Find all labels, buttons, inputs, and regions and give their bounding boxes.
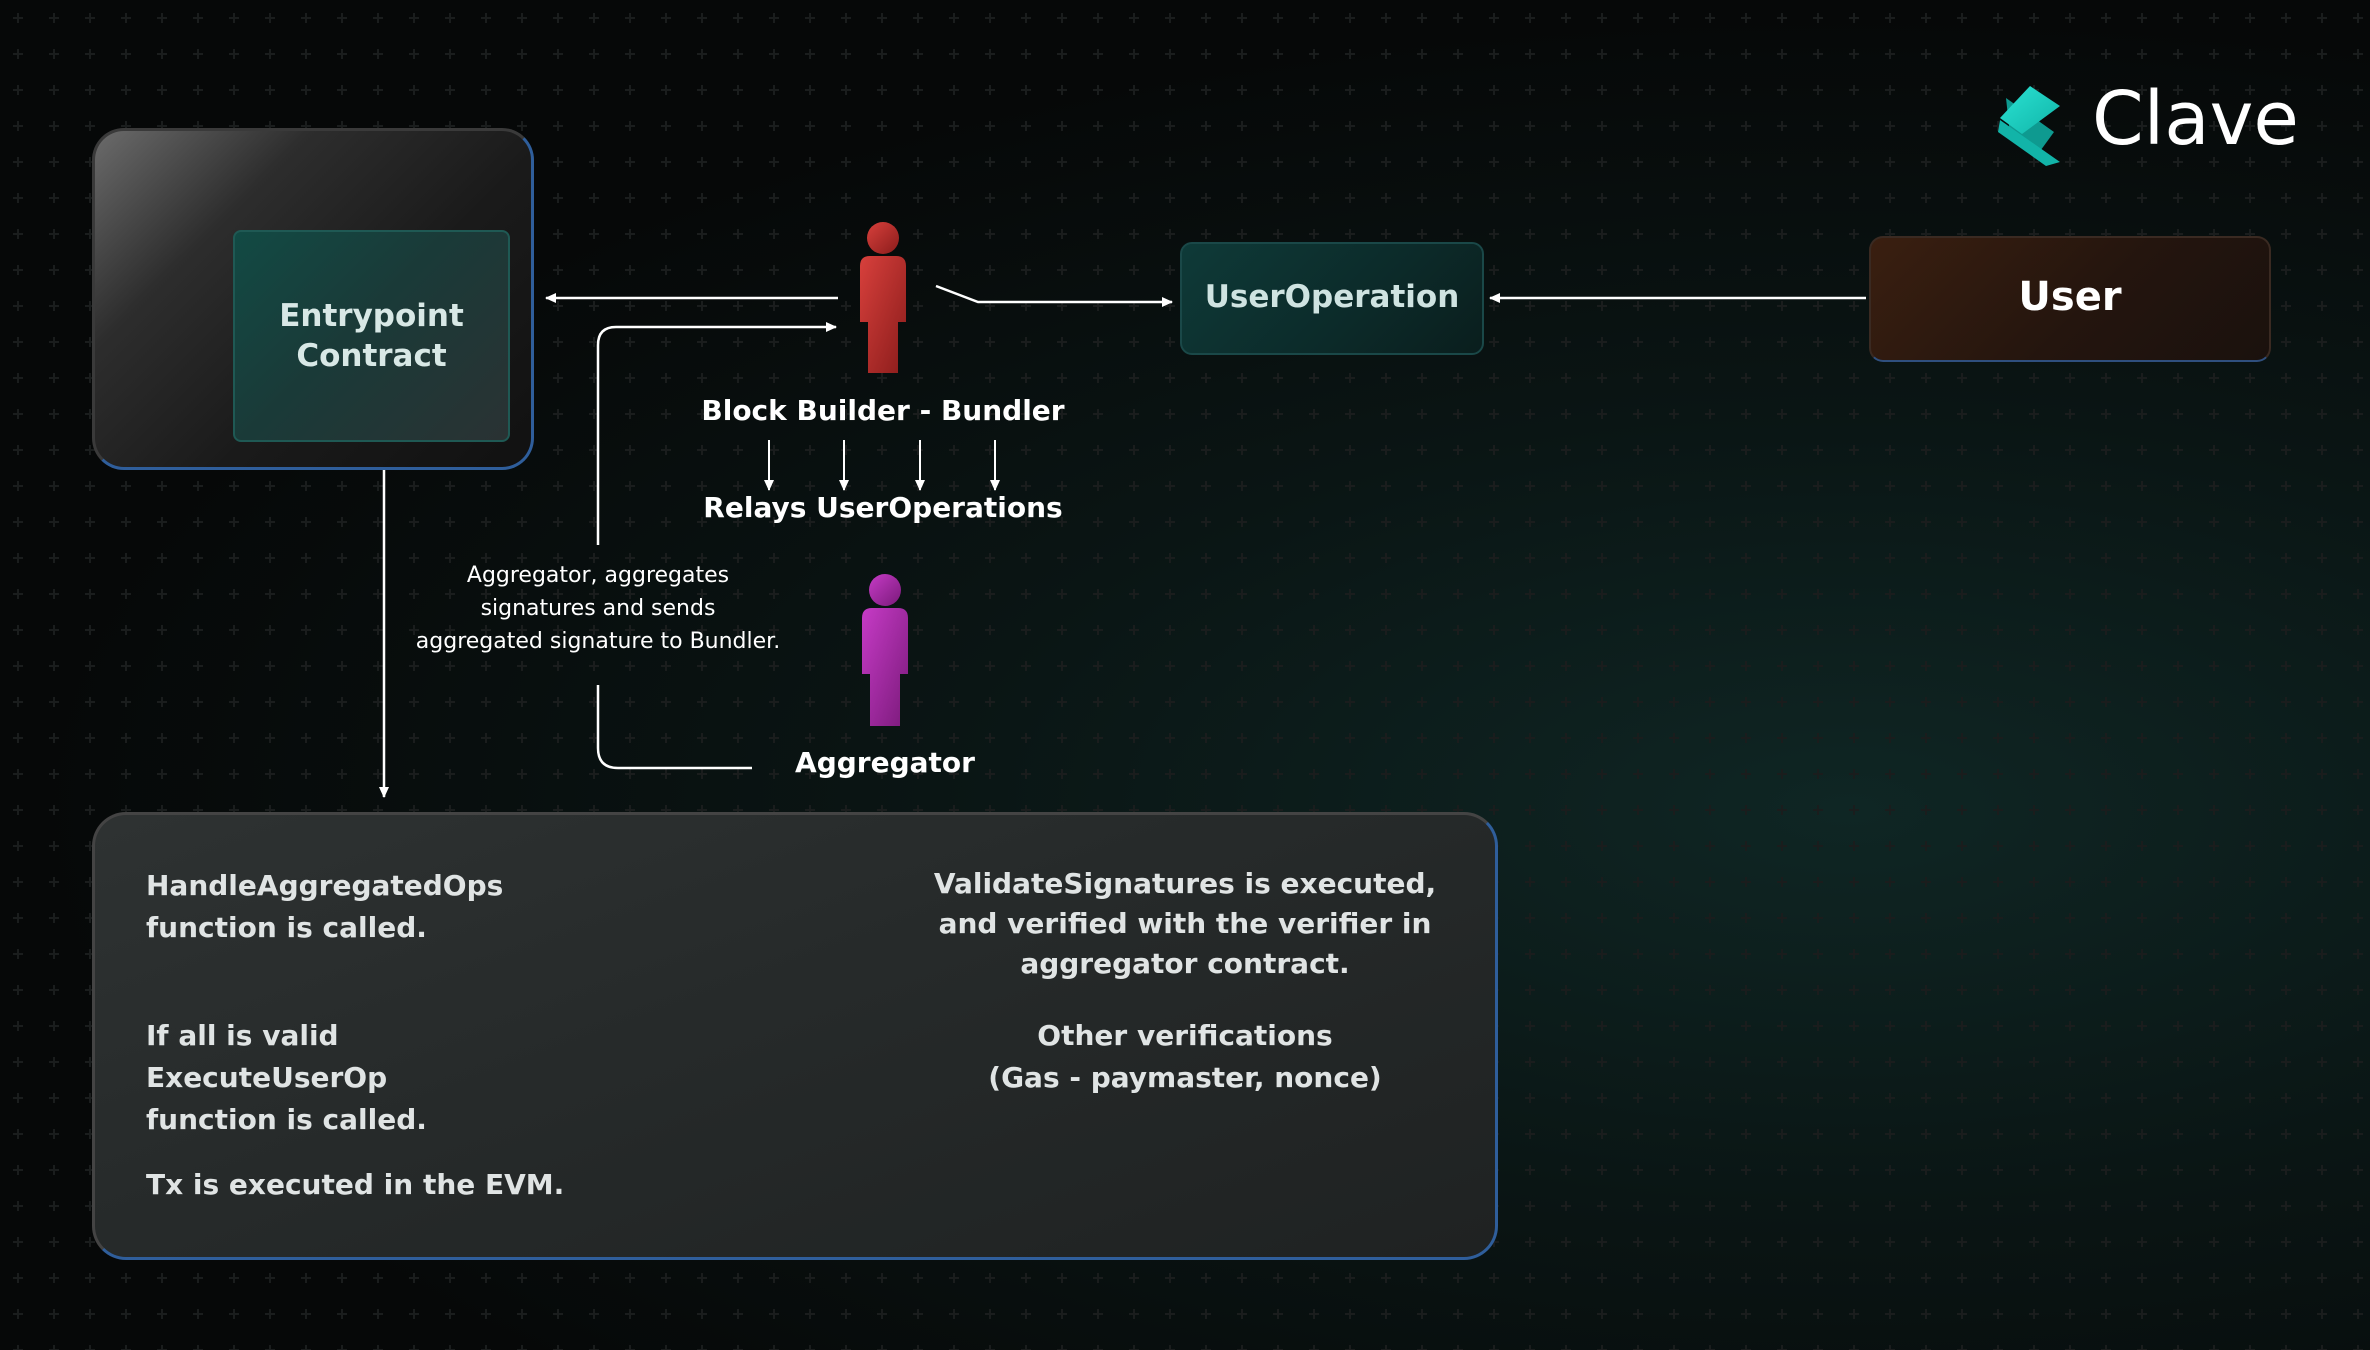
relays-label: Relays UserOperations xyxy=(703,491,1063,524)
validate-signatures-text: ValidateSignatures is executed, and veri… xyxy=(933,867,1437,980)
arrow-aggregator-to-bundler-lower xyxy=(596,685,752,770)
user-label: User xyxy=(2018,274,2122,320)
entrypoint-contract-label: Entrypoint Contract xyxy=(279,298,464,374)
person-icon xyxy=(862,574,908,726)
entrypoint-contract-box xyxy=(233,230,510,442)
person-icon xyxy=(860,222,906,373)
bundler-label: Block Builder - Bundler xyxy=(701,394,1065,427)
arrow-userop-to-bundler xyxy=(935,284,1173,307)
other-verifications-text: Other verifications (Gas - paymaster, no… xyxy=(988,1019,1382,1094)
evm-execution-text: Tx is executed in the EVM. xyxy=(146,1168,565,1201)
arrow-aggregator-to-bundler-upper xyxy=(596,322,837,545)
clave-chevron-logo xyxy=(1998,86,2060,166)
aggregator-note: Aggregator, aggregates signatures and se… xyxy=(415,563,781,654)
handle-aggregated-ops-text: HandleAggregatedOps function is called. xyxy=(146,869,504,944)
aggregator-label: Aggregator xyxy=(795,746,975,779)
execute-user-op-text: If all is valid ExecuteUserOp function i… xyxy=(146,1019,427,1136)
brand-name: Clave xyxy=(2092,76,2299,162)
user-box xyxy=(1869,236,2271,362)
user-operation-label: UserOperation xyxy=(1204,279,1460,315)
user-operation-box xyxy=(1180,242,1484,355)
execution-panel xyxy=(92,812,1498,1260)
